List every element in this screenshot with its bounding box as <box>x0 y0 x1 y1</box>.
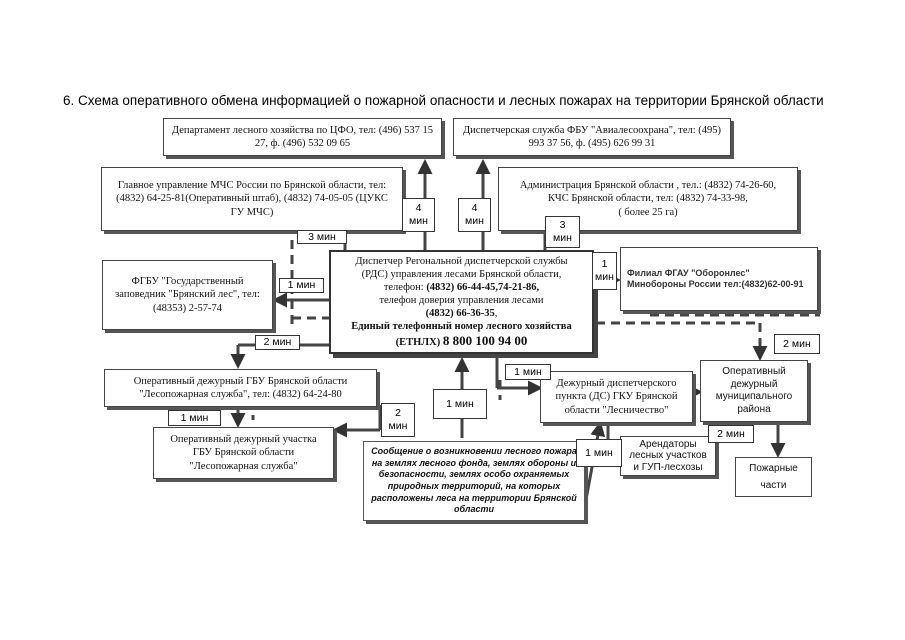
time-label-1min-zapovednik: 1 мин <box>279 278 324 293</box>
gbu-section-box: Оперативный дежурный участка ГБУ Брянско… <box>153 427 334 479</box>
gbu-duty-box: Оперативный дежурный ГБУ Брянской област… <box>104 369 377 407</box>
mchs-box: Главное управление МЧС России по Брянско… <box>101 167 403 231</box>
time-label-3min-mchs: 3 мин <box>297 230 347 244</box>
time-label-1min-lesnichestvo: 1 мин <box>505 364 551 380</box>
time-label-1min-oboronles: 1 мин <box>592 252 617 290</box>
arendatory-box: Арендаторы лесных участков и ГУП-лесхозы <box>620 436 716 476</box>
time-label-1min-message: 1 мин <box>576 439 622 467</box>
avialesookhrana-box: Диспетчерская служба ФБУ "Авиалесоохрана… <box>453 118 731 156</box>
zapovednik-box: ФГБУ "Государственный заповедник "Брянск… <box>102 260 273 330</box>
time-label-2min-municipal: 2 мин <box>774 334 820 354</box>
time-label-4min-forestry: 4 мин <box>402 198 435 232</box>
forestry-dept-box: Департамент лесного хозяйства по ЦФО, те… <box>163 118 442 156</box>
time-label-3min-admin: 3 мин <box>545 216 580 248</box>
municipal-duty-box: Оперативный дежурный муниципального райо… <box>700 360 808 422</box>
time-label-1min-center: 1 мин <box>433 389 487 419</box>
time-label-2min-middle: 2 мин <box>381 403 415 437</box>
rds-dispatcher-box: Диспетчер Регональной диспетчерской служ… <box>329 250 594 354</box>
lesnichestvo-box: Дежурный диспетчерского пункта (ДС) ГКУ … <box>540 371 693 423</box>
oboronles-box: Филиал ФГАУ "Оборонлес" Минобороны Росси… <box>620 247 818 311</box>
fire-units-box: Пожарные части <box>735 457 812 497</box>
time-label-4min-avialeso: 4 мин <box>458 198 491 232</box>
time-label-2min-fire: 2 мин <box>708 425 754 443</box>
fire-message-box: Сообщение о возникновении лесного пожара… <box>363 441 585 521</box>
time-label-2min-gbu: 2 мин <box>255 335 300 350</box>
time-label-1min-section: 1 мин <box>168 410 221 426</box>
page-title: 6. Схема оперативного обмена информацией… <box>63 93 824 108</box>
administration-box: Администрация Брянской области , тел.: (… <box>498 167 798 231</box>
